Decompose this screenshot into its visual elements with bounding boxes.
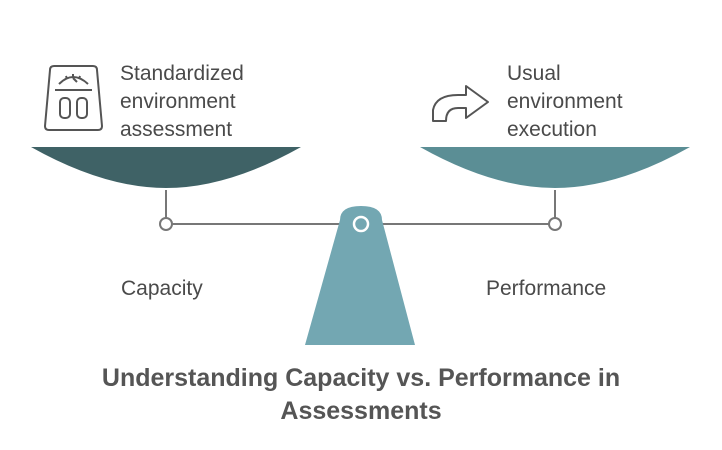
performance-label: Performance bbox=[486, 277, 607, 300]
fulcrum bbox=[305, 206, 415, 345]
title-line-2: Assessments bbox=[280, 397, 442, 425]
title-line-1: Understanding Capacity vs. Performance i… bbox=[101, 364, 621, 392]
right-joint bbox=[548, 217, 562, 231]
left-pan-description: Standardized environment assessment bbox=[120, 60, 244, 144]
left-text-line: Standardized bbox=[120, 62, 244, 85]
right-text-line: execution bbox=[507, 118, 597, 141]
right-pan bbox=[420, 147, 690, 188]
diagram-title: Understanding Capacity vs. Performance i… bbox=[0, 362, 722, 428]
curved-arrow-icon bbox=[432, 85, 489, 122]
left-text-line: assessment bbox=[120, 118, 233, 141]
weighing-scale-icon bbox=[44, 65, 103, 131]
right-text-line: environment bbox=[507, 90, 623, 113]
left-text-line: environment bbox=[120, 90, 236, 113]
capacity-label: Capacity bbox=[121, 277, 203, 300]
fulcrum-pivot bbox=[352, 215, 370, 233]
left-pan bbox=[31, 147, 301, 188]
left-joint bbox=[159, 217, 173, 231]
right-text-line: Usual bbox=[507, 62, 561, 85]
right-pan-description: Usual environment execution bbox=[507, 60, 623, 144]
